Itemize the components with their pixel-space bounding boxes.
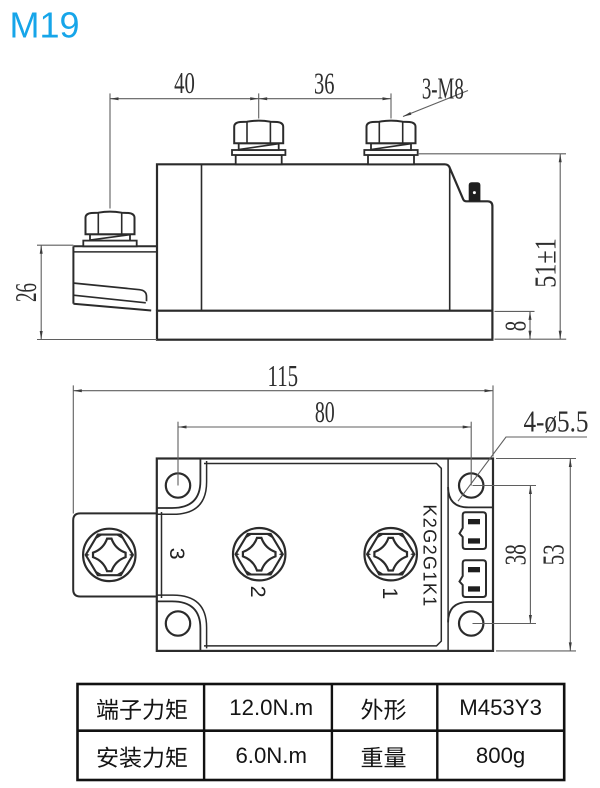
svg-text:1: 1: [378, 587, 402, 599]
svg-text:12.0N.m: 12.0N.m: [229, 695, 313, 720]
svg-text:115: 115: [268, 358, 299, 393]
svg-text:3-M8: 3-M8: [422, 71, 464, 106]
svg-text:8: 8: [497, 321, 532, 331]
svg-text:4-ø5.5: 4-ø5.5: [523, 404, 588, 439]
svg-text:M453Y3: M453Y3: [459, 695, 542, 720]
svg-text:2: 2: [246, 586, 270, 598]
svg-text:800g: 800g: [476, 743, 525, 768]
svg-text:36: 36: [314, 66, 335, 101]
svg-text:51±1: 51±1: [527, 238, 562, 288]
svg-text:6.0N.m: 6.0N.m: [235, 743, 307, 768]
svg-text:M19: M19: [10, 5, 80, 46]
svg-text:3: 3: [165, 548, 189, 560]
svg-text:80: 80: [315, 394, 335, 429]
svg-text:26: 26: [8, 283, 43, 302]
svg-text:53: 53: [536, 544, 571, 565]
svg-text:K2G2G1K1: K2G2G1K1: [419, 504, 439, 607]
svg-text:40: 40: [174, 65, 195, 100]
svg-text:38: 38: [497, 544, 532, 565]
